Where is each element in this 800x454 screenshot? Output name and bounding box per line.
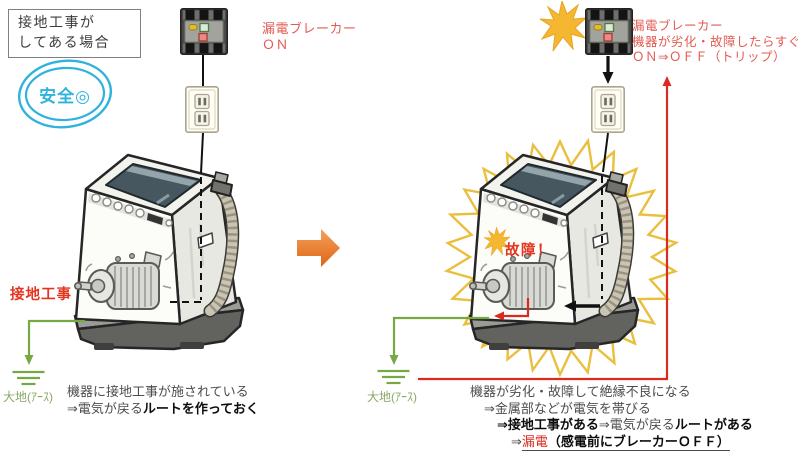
safety-label: 安全◎ (39, 86, 91, 106)
earth-symbol-left (12, 370, 45, 386)
failure-label: 故障！ (505, 243, 553, 259)
case-label: 接地工事が してある場合 (8, 9, 141, 58)
caption-left: 機器に接地工事が施されている ⇒電気が戻るルートを作っておく (67, 384, 259, 416)
shock-aura-icon (443, 137, 680, 378)
transition-arrow-icon (297, 229, 340, 267)
ground-work-label: 接地工事 (10, 287, 72, 303)
case-label-line1: 接地工事が (18, 14, 96, 30)
safety-mark: 安全◎ (14, 56, 116, 132)
earth-symbol-right (377, 369, 410, 385)
breaker-label-left: 漏電ブレーカー ＯＮ (262, 21, 357, 52)
case-label-line2: してある場合 (18, 33, 111, 50)
earth-label-left: 大地(ｱｰｽ) (3, 390, 53, 404)
breaker-label-right: 漏電ブレーカー 機器が劣化・故障したらすぐ ＯＮ⇒ＯＦＦ（トリップ） (632, 19, 800, 64)
earth-label-right: 大地(ｱｰｽ) (367, 390, 417, 404)
safety-circle-icon (17, 59, 113, 129)
caption-right: 機器が劣化・故障して絶縁不良になる ⇒金属部などが電気を帯びる ⇒接地工事がある… (470, 384, 753, 451)
